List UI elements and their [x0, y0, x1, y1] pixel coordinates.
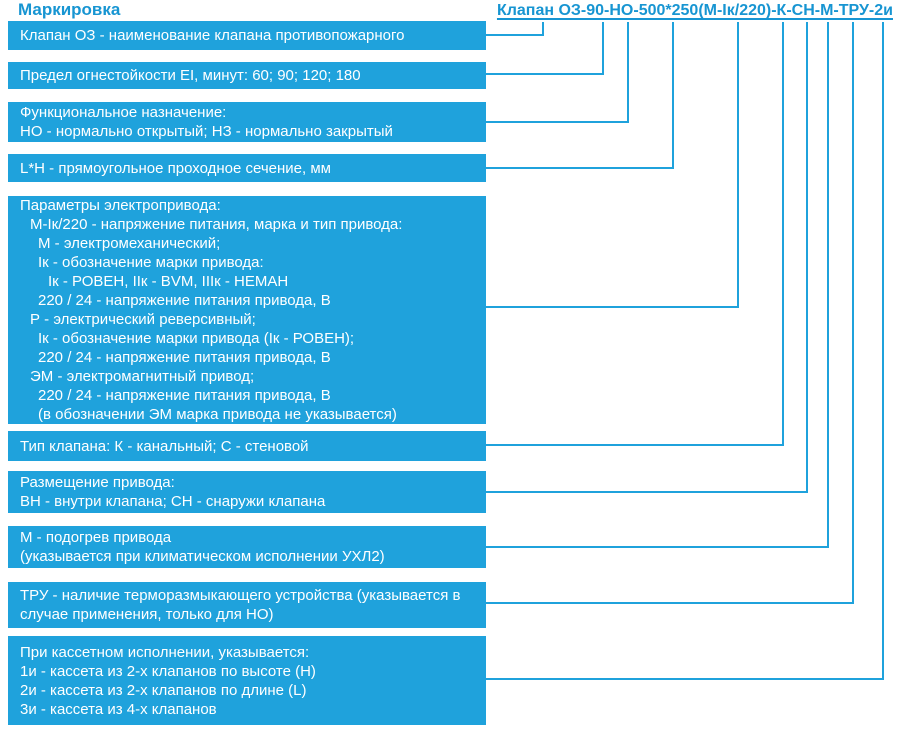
- box-actuator-heating: М - подогрев привода (указывается при кл…: [8, 526, 486, 568]
- box-text-line: Функциональное назначение:: [20, 104, 227, 121]
- box-text-line: Клапан ОЗ - наименование клапана противо…: [20, 27, 405, 44]
- box-text-line: При кассетном исполнении, указывается:: [20, 643, 310, 661]
- box-thermal-release-device: ТРУ - наличие терморазмыкающего устройст…: [8, 582, 486, 628]
- box-text-line: Тип клапана: К - канальный; С - стеновой: [20, 437, 309, 455]
- box-text-line: НО - нормально открытый; НЗ - нормально …: [20, 123, 393, 140]
- product-code: Клапан ОЗ-90-НО-500*250(М-Iк/220)-К-СН-М…: [496, 2, 893, 19]
- box-text-line: М-Iк/220 - напряжение питания, марка и т…: [30, 216, 403, 233]
- box-fire-resistance: Предел огнестойкости EI, минут: 60; 90; …: [8, 62, 486, 89]
- box-text-line: Iк - обозначение марки привода:: [38, 254, 264, 271]
- box-cassette-version: При кассетном исполнении, указывается: 1…: [8, 636, 486, 725]
- box-text-line: 3и - кассета из 4-х клапанов: [20, 700, 217, 718]
- box-text-line: Размещение привода:: [20, 474, 175, 491]
- box-cross-section: L*H - прямоугольное проходное сечение, м…: [8, 154, 486, 182]
- box-functional-purpose: Функциональное назначение: НО - нормальн…: [8, 102, 486, 142]
- box-text-line: М - подогрев привода: [20, 529, 172, 546]
- page-title: Маркировка: [18, 0, 121, 19]
- box-text-line: Предел огнестойкости EI, минут: 60; 90; …: [20, 67, 361, 84]
- box-text-line: 220 / 24 - напряжение питания привода, В: [38, 387, 331, 404]
- box-text-line: 220 / 24 - напряжение питания привода, В: [38, 349, 331, 366]
- box-actuator-params: Параметры электропривода: М-Iк/220 - нап…: [8, 196, 486, 424]
- box-text-line: (в обозначении ЭМ марка привода не указы…: [38, 406, 397, 423]
- connector-line-placement: [486, 22, 808, 493]
- box-text-line: случае применения, только для НО): [20, 606, 274, 623]
- box-text-line: Параметры электропривода:: [20, 197, 221, 214]
- box-text-line: Р - электрический реверсивный;: [30, 311, 256, 328]
- box-text-line: ЭМ - электромагнитный привод;: [30, 368, 255, 385]
- box-text-line: Iк - обозначение марки привода (Iк - РОВ…: [38, 330, 355, 347]
- connector-line-cross-section: [486, 22, 674, 169]
- connector-line-valve-name: [486, 22, 544, 36]
- box-valve-name: Клапан ОЗ - наименование клапана противо…: [8, 21, 486, 50]
- connector-line-tru: [486, 22, 854, 604]
- box-text-line: L*H - прямоугольное проходное сечение, м…: [20, 159, 331, 177]
- connector-line-functional: [486, 22, 629, 123]
- box-text-line: М - электромеханический;: [38, 235, 221, 252]
- box-actuator-placement: Размещение привода: ВН - внутри клапана;…: [8, 471, 486, 513]
- box-text-line: 220 / 24 - напряжение питания привода, В: [38, 292, 331, 309]
- box-text-line: ВН - внутри клапана; СН - снаружи клапан…: [20, 493, 326, 510]
- box-text-line: ТРУ - наличие терморазмыкающего устройст…: [20, 587, 461, 604]
- box-text-line: (указывается при климатическом исполнени…: [20, 548, 385, 565]
- connector-line-fire-resistance: [486, 22, 604, 75]
- box-text-line: 2и - кассета из 2-х клапанов по длине (L…: [20, 681, 307, 699]
- connector-line-actuator-params: [486, 22, 739, 308]
- connector-line-heating: [486, 22, 829, 548]
- box-text-line: 1и - кассета из 2-х клапанов по высоте (…: [20, 662, 316, 680]
- box-valve-type: Тип клапана: К - канальный; С - стеновой: [8, 431, 486, 461]
- connector-line-valve-type: [486, 22, 784, 446]
- connector-line-cassette: [486, 22, 884, 680]
- box-text-line: Iк - РОВЕН, IIк - BVM, IIIк - НЕМАН: [48, 273, 289, 290]
